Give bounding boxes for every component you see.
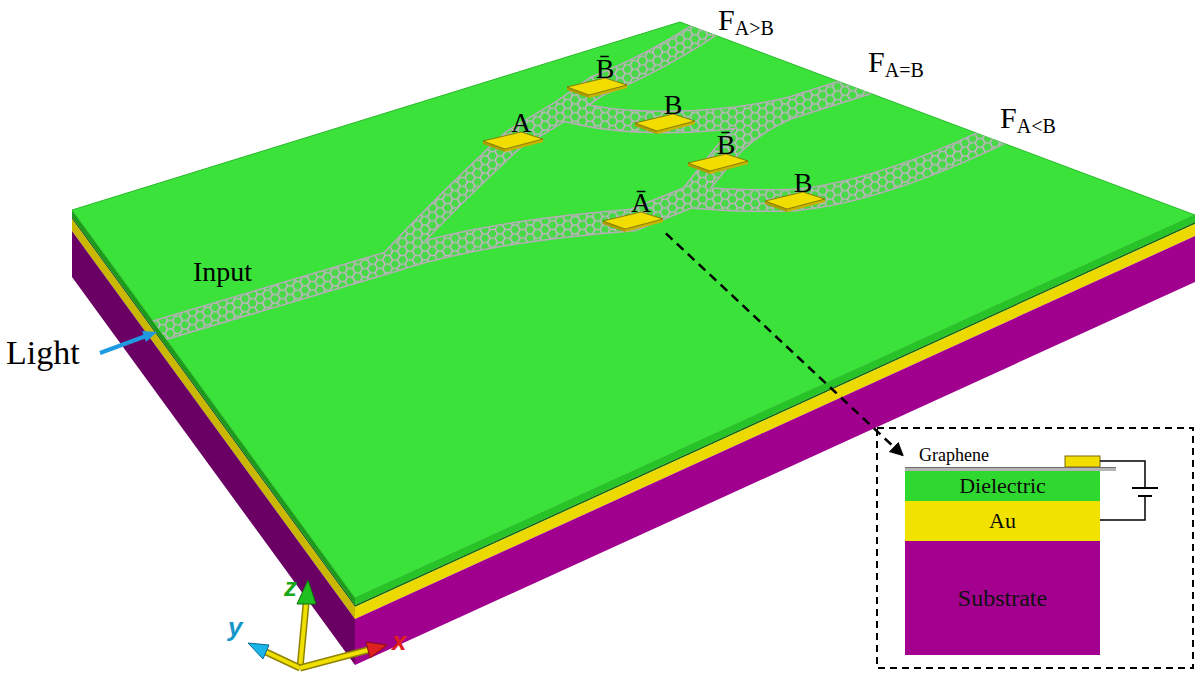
- input-port-label: Input: [193, 256, 252, 288]
- waveguide-body: [140, 24, 1004, 336]
- y-axis-head: [248, 643, 269, 659]
- layer-label: Substrate: [958, 585, 1047, 612]
- z-axis-head: [297, 580, 316, 604]
- graphene-waveguides: [140, 24, 1004, 336]
- battery-symbol: [1138, 495, 1152, 497]
- axis-label: y: [228, 612, 242, 642]
- z-axis-rod: [300, 604, 306, 668]
- axis-label: x: [392, 626, 406, 656]
- light-arrow: [100, 336, 146, 353]
- control-signal: A: [481, 108, 561, 138]
- light-arrowhead: [142, 331, 157, 342]
- graphene-layer: Graphene: [905, 444, 1116, 471]
- graphene-lattice: [140, 24, 1004, 336]
- y-axis-rod: [266, 652, 300, 668]
- electrode-pad: A: [481, 108, 561, 152]
- gate-electrode: [1065, 456, 1100, 467]
- x-axis-rod: [300, 650, 368, 668]
- axis-label: z: [284, 572, 297, 602]
- bias-wire: [1100, 461, 1145, 488]
- control-signal: Ā: [601, 188, 681, 218]
- inset-frame: [877, 428, 1193, 668]
- x-axis-head: [366, 642, 387, 658]
- bias-wire: [1100, 496, 1145, 520]
- battery-symbol: [1132, 487, 1158, 489]
- dielectric-layer: Dielectric: [905, 471, 1100, 501]
- control-signal: B̄: [565, 54, 645, 84]
- coordinate-axes: [248, 580, 387, 668]
- light-label: Light: [6, 334, 80, 372]
- control-signal: B: [763, 168, 843, 198]
- layer-label: Au: [989, 508, 1016, 534]
- control-signal: B̄: [686, 130, 766, 160]
- dielectric-top: [72, 22, 1195, 598]
- callout-arrow: [666, 233, 903, 455]
- electrode-pad: B̄: [686, 130, 766, 174]
- gold-layer: Au: [905, 501, 1100, 541]
- layer-label: Graphene: [905, 444, 1116, 466]
- control-signal: B: [633, 90, 713, 120]
- electrode-pad: B: [763, 168, 843, 212]
- electrode-pad: B: [633, 90, 713, 134]
- z-axis-rod: [300, 604, 306, 668]
- x-axis-rod: [300, 650, 368, 668]
- substrate-layer: Substrate: [905, 541, 1100, 655]
- y-axis-rod: [266, 652, 300, 668]
- electrode-pad: Ā: [601, 188, 681, 232]
- electrode-pad: B̄: [565, 54, 645, 98]
- output-port-label: FA<B: [1000, 100, 1056, 144]
- layer-label: Dielectric: [959, 473, 1046, 499]
- waveguide-outline: [140, 24, 1004, 336]
- output-port-label: FA>B: [718, 2, 774, 46]
- output-port-label: FA=B: [868, 44, 924, 88]
